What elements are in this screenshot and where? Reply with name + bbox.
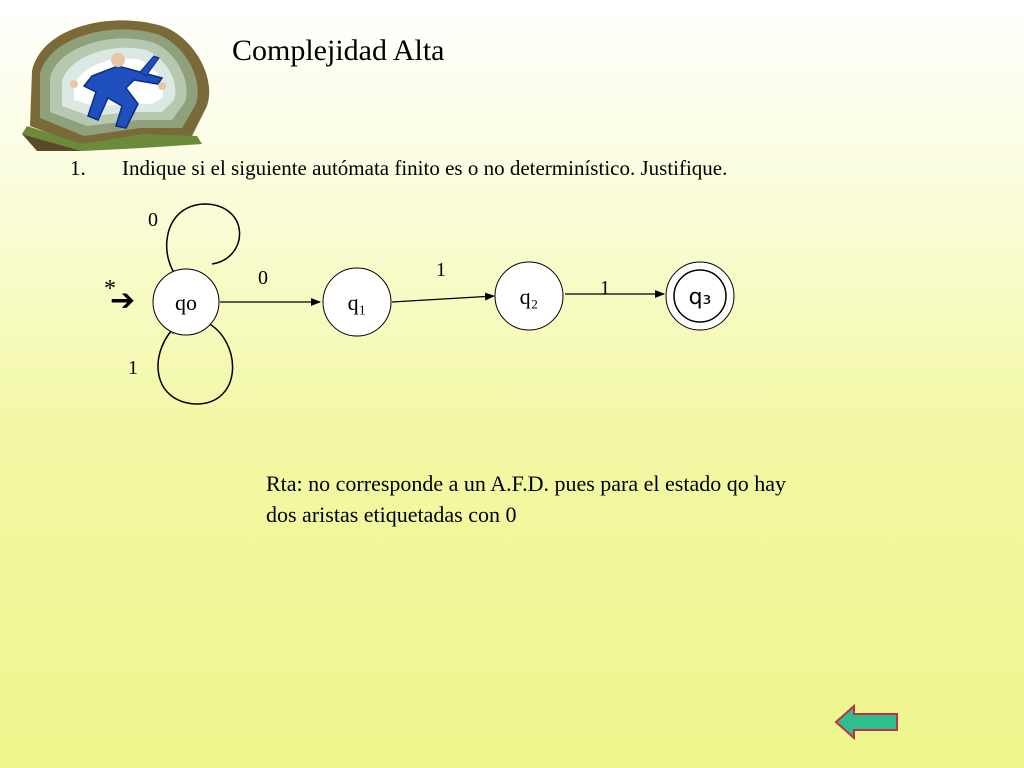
state-q0-label: qo — [175, 290, 197, 315]
answer-line-2: dos aristas etiquetadas con 0 — [266, 502, 517, 527]
start-marker: * — [104, 276, 116, 302]
automaton-diagram: qo q₁ q₂ q₃ 0 1 0 1 1 * ➔ — [0, 190, 1024, 435]
label-loop-0: 0 — [148, 209, 158, 231]
transition-q1-q2 — [391, 292, 495, 303]
back-arrow-icon — [834, 703, 898, 741]
label-q0-q1: 0 — [258, 267, 268, 289]
self-loop-1-arrow — [157, 321, 234, 405]
state-q1-label: q₁ — [348, 290, 367, 315]
label-q2-q3: 1 — [600, 277, 610, 299]
back-button[interactable] — [834, 703, 900, 745]
state-q0 — [152, 268, 220, 336]
slide-title: Complejidad Alta — [232, 34, 445, 67]
self-loop-0-arrow — [165, 203, 241, 283]
state-q1 — [322, 267, 392, 337]
state-q2 — [494, 261, 564, 331]
state-q3-label: q₃ — [689, 285, 712, 310]
state-q2-label: q₂ — [520, 284, 539, 309]
climber-illustration — [22, 20, 210, 151]
start-arrow-icon: ➔ — [110, 283, 135, 318]
answer-line-1: Rta: no corresponde a un A.F.D. pues par… — [266, 471, 786, 496]
question-number: 1. — [70, 156, 86, 180]
question: 1. Indique si el siguiente autómata finit… — [70, 156, 727, 181]
answer-text: Rta: no corresponde a un A.F.D. pues par… — [266, 468, 906, 530]
label-loop-1: 1 — [128, 357, 138, 379]
label-q1-q2: 1 — [436, 259, 446, 281]
automaton-svg: qo q₁ q₂ q₃ 0 1 0 1 1 * ➔ — [104, 203, 735, 405]
state-q3-inner — [673, 269, 727, 323]
climber-clipart — [22, 16, 217, 156]
question-text: Indique si el siguiente autómata finito … — [122, 156, 728, 180]
